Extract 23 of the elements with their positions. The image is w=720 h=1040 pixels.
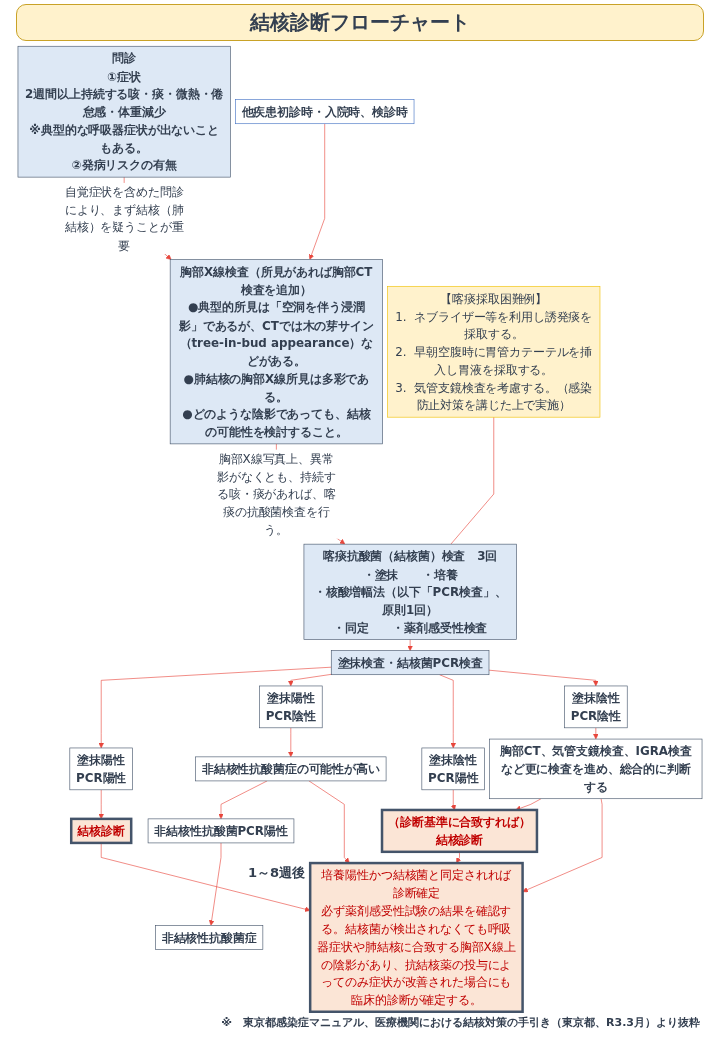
node-box: 【喀痰採取困難例】 1. ネブライザー等を利用し誘発痰を採取する。 2. 早朝空腹時に胃管カテーテルを挿入し胃液を採取する。 3. 気管支鏡検査を考慮する。（感染防止対策を講じた上で実施） bbox=[387, 286, 601, 418]
node-box: 塗抹陰性 PCR陰性 bbox=[564, 685, 628, 729]
node-box: 塗抹陽性 PCR陽性 bbox=[69, 747, 133, 791]
node-box: 培養陽性かつ結核菌と同定されれば診断確定 必ず薬剤感受性試験の結果を確認する。結核菌が検出されなくても呼吸器症状や肺結核に合致する胸部X線上の陰影があり、抗結核薬の投与によってのみ症状が改善された場合にも臨床的診断が確定する。 bbox=[308, 861, 524, 1013]
node-box: 他疾患初診時・入院時、検診時 bbox=[235, 99, 415, 124]
edge-label: 自覚症状を含めた問診により、まず結核（肺結核）を疑うことが重要 bbox=[64, 184, 184, 252]
node-box: 結核診断 bbox=[69, 817, 133, 845]
node-box: 喀痰抗酸菌（結核菌）検査 3回 ・塗抹 ・培養 ・核酸増幅法（以下「PCR検査」、原則1回） ・同定 ・薬剤感受性検査 bbox=[303, 543, 517, 640]
node-box: 非結核性抗酸菌症の可能性が高い bbox=[195, 756, 387, 782]
node-box: 塗抹陽性 PCR陰性 bbox=[259, 685, 323, 729]
caption: ※ 東京都感染症マニュアル、医療機関における結核対策の手引き（東京都、R3.3月）より抜粋 bbox=[220, 1015, 700, 1030]
duration-note: 1～8週後 bbox=[247, 864, 306, 880]
node-box: 塗抹検査・結核菌PCR検査 bbox=[330, 650, 490, 676]
diagram-title: 結核診断フローチャート bbox=[16, 4, 704, 41]
node-box: 問診 ①症状 2週間以上持続する咳・痰・微熱・倦怠感・体重減少 ※典型的な呼吸器症状が出ないこともある。 ②発病リスクの有無 bbox=[17, 45, 231, 178]
node-box: 塗抹陰性 PCR陽性 bbox=[421, 747, 485, 791]
node-box: （診断基準に合致すれば） 結核診断 bbox=[380, 808, 539, 854]
edge-label: 胸部X線写真上、異常影がなくとも、持続する咳・痰があれば、喀痰の抗酸菌検査を行う。 bbox=[217, 451, 336, 537]
node-box: 胸部X線検査（所見があれば胸部CT検査を追加） ●典型的所見は「空洞を伴う浸潤影」であるが、CTでは木の芽サイン（tree-in-bud appearance）などがある。 ●肺結核の胸部X線所見は多彩である。 ●どのような陰影であっても、結核の可能性を検討すること。 bbox=[169, 259, 383, 445]
node-box: 非結核性抗酸菌PCR陽性 bbox=[147, 818, 295, 844]
node-box: 非結核性抗酸菌症 bbox=[155, 925, 264, 950]
connector bbox=[450, 416, 495, 545]
node-box: 胸部CT、気管支鏡検査、IGRA検査など更に検査を進め、総合的に判断する bbox=[489, 738, 703, 800]
